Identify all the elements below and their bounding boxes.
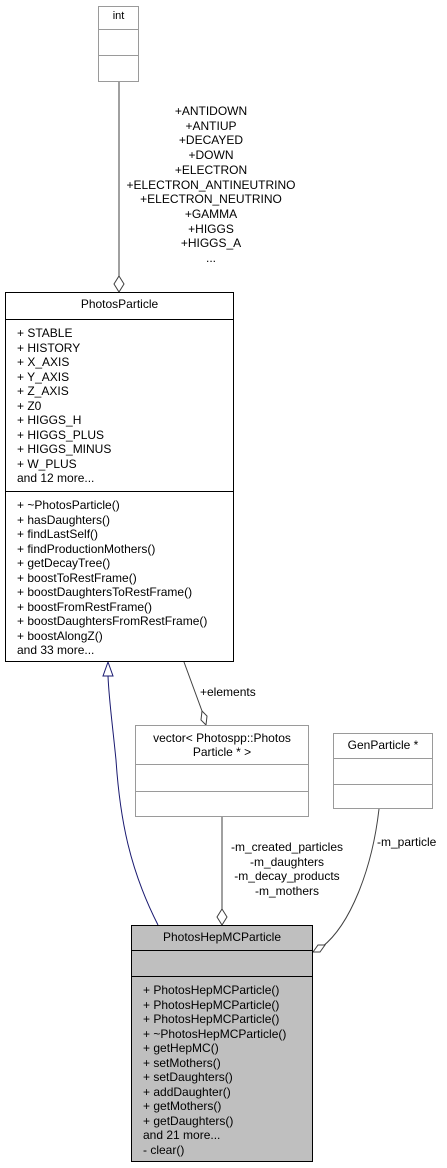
attribute-row: + HIGGS_H [17,413,82,427]
class-photos-hepmc-particle[interactable]: PhotosHepMCParticle + PhotosHepMCParticl… [131,925,313,1162]
method-row: + getDecayTree() [17,556,111,570]
method-row: + setDaughters() [143,1070,233,1084]
class-gen-particle[interactable]: GenParticle * [333,733,433,809]
edge-label-enum-values: +ANTIDOWN +ANTIUP +DECAYED +DOWN +ELECTR… [126,104,296,266]
class-name: PhotosHepMCParticle [162,930,282,944]
method-row: and 33 more... [17,643,95,657]
attributes-section: + STABLE + HISTORY + X_AXIS + Y_AXIS + Z… [6,319,233,491]
attributes-section [132,950,312,976]
edge-label-elements: +elements [200,685,256,699]
class-name: GenParticle * [347,738,419,752]
method-row: and 21 more... [143,1128,221,1142]
attribute-row: + HIGGS_PLUS [17,427,105,442]
method-row: + boostFromRestFrame() [17,599,153,614]
class-name: PhotosParticle [80,297,159,311]
attribute-row: + Z_AXIS [17,384,69,398]
attribute-row: + HISTORY [17,340,81,355]
method-row: + ~PhotosHepMCParticle() [143,1026,287,1041]
method-row: + findProductionMothers() [17,541,156,556]
class-vector-photos-particle[interactable]: vector< Photospp::Photos Particle * > [135,725,309,817]
method-row: + boostDaughtersToRestFrame() [17,585,193,599]
attributes-section [99,29,138,55]
class-name: vector< Photospp::Photos Particle * > [153,731,291,759]
aggregation-diamond-icon [216,908,228,926]
method-row: - clear() [143,1142,185,1157]
class-name: int [112,10,125,22]
aggregation-diamond-icon [113,275,125,293]
method-row: + PhotosHepMCParticle() [143,1012,280,1026]
attribute-row: + Z0 [17,398,42,413]
attribute-row: + HIGGS_MINUS [17,442,112,456]
method-row: + boostToRestFrame() [17,570,137,585]
method-row: + PhotosHepMCParticle() [143,997,280,1012]
aggregation-diamond-icon [312,944,326,953]
attribute-row: + Y_AXIS [17,369,70,384]
method-row: + getDaughters() [143,1113,234,1128]
class-photos-particle[interactable]: PhotosParticle + STABLE + HISTORY + X_AX… [5,292,234,662]
method-row: + findLastSelf() [17,527,99,541]
methods-section [334,784,432,810]
methods-section [99,55,138,83]
method-row: + ~PhotosParticle() [17,498,120,512]
attribute-row: + W_PLUS [17,456,77,471]
attribute-row: + STABLE [17,326,73,340]
attributes-section [334,758,432,784]
method-row: + setMothers() [143,1055,221,1070]
attributes-section [136,764,308,791]
method-row: + boostDaughtersFromRestFrame() [17,614,208,628]
edge-inheritance [107,675,159,926]
method-row: + getMothers() [143,1099,222,1113]
inheritance-arrow-icon [102,660,114,677]
methods-section: + PhotosHepMCParticle() + PhotosHepMCPar… [132,976,312,1165]
aggregation-diamond-icon [200,709,208,727]
edge-label-m-particle: -m_particle [377,835,437,849]
method-row: + boostAlongZ() [17,628,103,643]
method-row: + PhotosHepMCParticle() [143,983,280,997]
class-int[interactable]: int [98,6,139,82]
methods-section: + ~PhotosParticle() + hasDaughters() + f… [6,491,233,665]
method-row: + hasDaughters() [17,512,111,527]
methods-section [136,791,308,818]
edge-particle-to-vector [183,661,203,712]
attribute-row: + X_AXIS [17,355,70,369]
method-row: + getHepMC() [143,1041,219,1055]
method-row: + addDaughter() [143,1084,231,1099]
edge-label-member-vectors: -m_created_particles -m_daughters -m_dec… [230,840,344,899]
edge-gen-to-hepmc [321,808,380,948]
attribute-row: and 12 more... [17,471,95,485]
